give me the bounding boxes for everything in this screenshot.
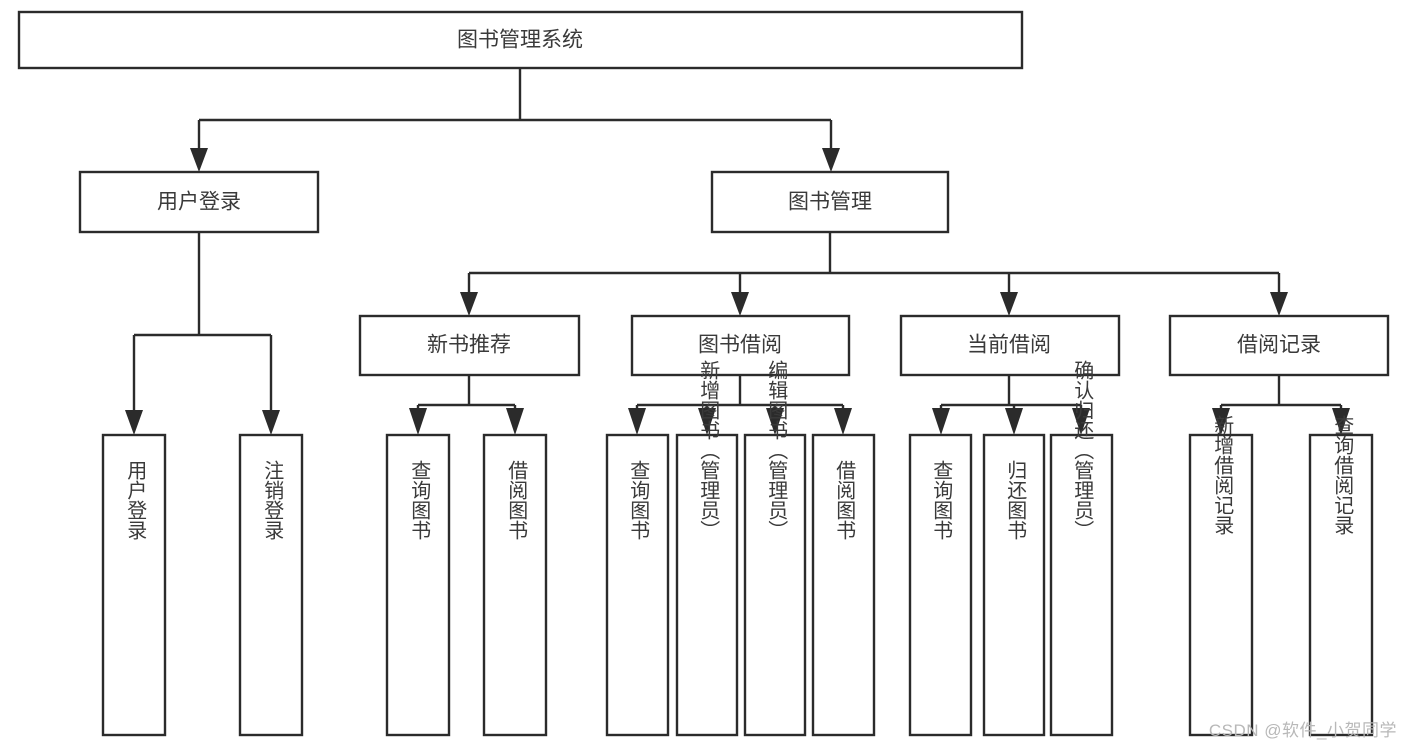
leaf-box-query-book-borrow[interactable] xyxy=(605,433,670,737)
arrow-head-book-mgmt xyxy=(822,148,840,172)
leaf-borrow-book[interactable]: 借阅图书 xyxy=(811,433,876,737)
leaf-label-add-book-admin: 新增图书（管理员） xyxy=(697,360,720,540)
arrow-head-book-borrow xyxy=(731,292,749,316)
node-current-borrow[interactable]: 当前借阅 xyxy=(899,314,1121,377)
arrow-head-leaf-borrow-book-b xyxy=(834,408,852,435)
leaf-logout[interactable]: 注销登录 xyxy=(238,433,304,737)
leaf-box-query-book-current[interactable] xyxy=(908,433,973,737)
node-book-borrow[interactable]: 图书借阅 xyxy=(630,314,851,377)
node-box-borrow-record[interactable] xyxy=(1168,314,1390,377)
leaf-box-user-login[interactable] xyxy=(101,433,167,737)
node-box-book-borrow[interactable] xyxy=(630,314,851,377)
node-label-book-management: 图书管理 xyxy=(788,191,872,214)
node-new-book-recommend[interactable]: 新书推荐 xyxy=(358,314,581,377)
arrow-head-leaf-user-login xyxy=(125,410,143,435)
node-user-login[interactable]: 用户登录 xyxy=(78,170,320,234)
arrow-head-leaf-logout xyxy=(262,410,280,435)
leaf-label-confirm-return-admin: 确认归还（管理员） xyxy=(1071,360,1094,540)
leaf-add-borrow-record[interactable]: 新增借阅记录 xyxy=(1188,415,1254,737)
leaf-box-add-book-admin[interactable] xyxy=(675,433,739,737)
leaf-box-add-borrow-record[interactable] xyxy=(1188,433,1254,737)
leaf-borrow-book-recommend[interactable]: 借阅图书 xyxy=(482,433,548,737)
node-box-new-book-recommend[interactable] xyxy=(358,314,581,377)
arrow-head-leaf-return-book xyxy=(1005,408,1023,435)
arrow-head-leaf-add-book xyxy=(698,408,716,435)
leaf-label-query-book-current: 查询图书 xyxy=(930,460,953,540)
leaf-box-return-book[interactable] xyxy=(982,433,1046,737)
arrow-head-current-borrow xyxy=(1000,292,1018,316)
arrow-head-leaf-query-book-a xyxy=(409,408,427,435)
node-label-borrow-record: 借阅记录 xyxy=(1237,334,1321,357)
leaf-box-edit-book-admin[interactable] xyxy=(743,433,807,737)
node-box-current-borrow[interactable] xyxy=(899,314,1121,377)
node-root-system[interactable]: 图书管理系统 xyxy=(17,10,1024,70)
node-box-root[interactable] xyxy=(17,10,1024,70)
node-label-root: 图书管理系统 xyxy=(457,29,583,52)
leaf-label-add-borrow-record: 新增借阅记录 xyxy=(1211,415,1234,535)
leaf-box-confirm-return-admin[interactable] xyxy=(1049,433,1114,737)
leaf-label-edit-book-admin: 编辑图书（管理员） xyxy=(765,360,788,540)
leaf-query-book-borrow[interactable]: 查询图书 xyxy=(605,433,670,737)
leaf-label-logout: 注销登录 xyxy=(261,460,284,540)
leaf-box-borrow-book[interactable] xyxy=(811,433,876,737)
arrow-head-leaf-query-record xyxy=(1332,408,1350,435)
leaf-label-query-book-borrow: 查询图书 xyxy=(627,460,650,540)
arrow-head-new-book xyxy=(460,292,478,316)
arrow-head-leaf-query-book-b xyxy=(628,408,646,435)
arrow-head-leaf-borrow-book-a xyxy=(506,408,524,435)
leaf-add-book-admin[interactable]: 新增图书（管理员） xyxy=(675,360,739,737)
node-box-user-login[interactable] xyxy=(78,170,320,234)
leaf-query-book-current[interactable]: 查询图书 xyxy=(908,433,973,737)
leaf-label-user-login: 用户登录 xyxy=(124,460,147,540)
leaf-query-borrow-record[interactable]: 查询借阅记录 xyxy=(1308,415,1374,737)
leaf-edit-book-admin[interactable]: 编辑图书（管理员） xyxy=(743,360,807,737)
leaf-user-login[interactable]: 用户登录 xyxy=(101,433,167,737)
arrow-head-leaf-confirm-return xyxy=(1072,408,1090,435)
leaf-box-logout[interactable] xyxy=(238,433,304,737)
node-book-management[interactable]: 图书管理 xyxy=(710,170,950,234)
node-label-new-book-recommend: 新书推荐 xyxy=(427,334,511,357)
csdn-watermark: CSDN @软件_小贺同学 xyxy=(1208,721,1397,740)
leaf-confirm-return-admin[interactable]: 确认归还（管理员） xyxy=(1049,360,1114,737)
connector-layer xyxy=(125,68,1350,435)
leaf-return-book[interactable]: 归还图书 xyxy=(982,433,1046,737)
arrow-head-borrow-record xyxy=(1270,292,1288,316)
arrow-head-leaf-add-record xyxy=(1212,408,1230,435)
node-label-current-borrow: 当前借阅 xyxy=(967,334,1051,357)
leaf-label-query-borrow-record: 查询借阅记录 xyxy=(1331,415,1354,535)
leaf-label-borrow-book: 借阅图书 xyxy=(833,460,856,540)
leaf-label-query-book-recommend: 查询图书 xyxy=(408,460,431,540)
leaf-box-query-book-recommend[interactable] xyxy=(385,433,451,737)
leaf-label-return-book: 归还图书 xyxy=(1004,460,1027,540)
leaf-query-book-recommend[interactable]: 查询图书 xyxy=(385,433,451,737)
node-box-book-management[interactable] xyxy=(710,170,950,234)
node-label-book-borrow: 图书借阅 xyxy=(698,334,782,357)
node-borrow-record[interactable]: 借阅记录 xyxy=(1168,314,1390,377)
arrow-head-leaf-query-book-c xyxy=(932,408,950,435)
node-label-user-login: 用户登录 xyxy=(157,191,241,214)
leaf-box-borrow-book-recommend[interactable] xyxy=(482,433,548,737)
arrow-head-leaf-edit-book xyxy=(766,408,784,435)
leaf-label-borrow-book-recommend: 借阅图书 xyxy=(505,460,528,540)
arrow-head-user-login xyxy=(190,148,208,172)
leaf-box-query-borrow-record[interactable] xyxy=(1308,433,1374,737)
